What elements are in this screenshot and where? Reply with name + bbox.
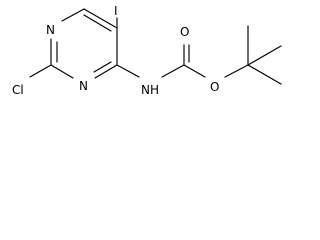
bond-c4-nh — [116, 64, 140, 78]
molecule-structure: N N I Cl NH O O — [12, 4, 282, 97]
atom-label-carbamate-nh: NH — [141, 83, 159, 97]
atom-label-chlorine: Cl — [12, 83, 24, 97]
atom-label-iodine: I — [114, 4, 118, 18]
bond-ester-o-tbutyl — [224, 64, 249, 78]
atom-label-ring-n-bottom: N — [79, 79, 88, 93]
bond-c2-cl — [29, 64, 52, 78]
atom-label-carbonyl-o: O — [180, 25, 189, 39]
bond-tbutyl-methyl-bottom — [247, 64, 282, 85]
bond-c6-n1 — [61, 8, 85, 22]
bond-n3-c4 — [94, 64, 118, 79]
atom-label-ester-o: O — [210, 80, 219, 94]
bond-c2-n3 — [50, 64, 74, 79]
bond-c5-c6-inner — [83, 14, 112, 32]
bond-layer — [29, 8, 282, 85]
bond-nh-carbonyl — [161, 64, 185, 78]
atom-label-ring-n-top: N — [46, 23, 55, 37]
bond-tbutyl-methyl-right — [247, 45, 282, 66]
bond-n3-c4-inner — [93, 61, 112, 73]
atom-label-layer: N N I Cl NH O O — [12, 4, 219, 97]
bond-c5-c6 — [83, 8, 118, 29]
bond-carbonyl-ester-o — [183, 64, 206, 78]
